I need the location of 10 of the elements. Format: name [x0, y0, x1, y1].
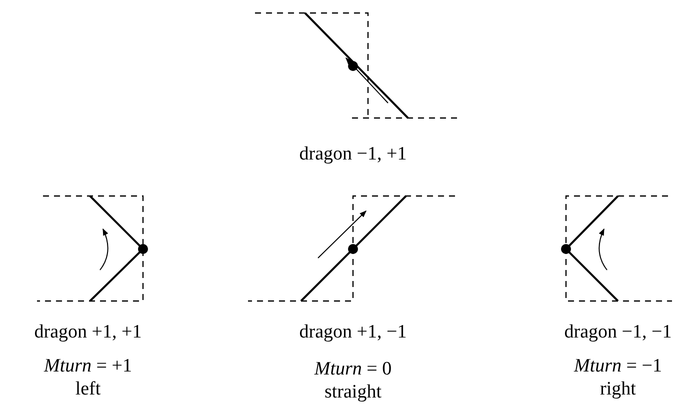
- caption-text: dragon +1, +1: [34, 322, 142, 344]
- caption-text: right: [600, 380, 636, 400]
- formula-text: Mturn = +1: [44, 356, 132, 378]
- caption-text: dragon −1, +1: [299, 144, 407, 166]
- caption-text: dragon +1, −1: [299, 322, 407, 344]
- formula-text: Mturn = 0: [314, 360, 392, 380]
- caption-text: straight: [324, 382, 382, 404]
- formula-text: Mturn = −1: [574, 356, 662, 378]
- caption-text: left: [75, 380, 101, 400]
- caption-text: dragon −1, −1: [564, 322, 672, 344]
